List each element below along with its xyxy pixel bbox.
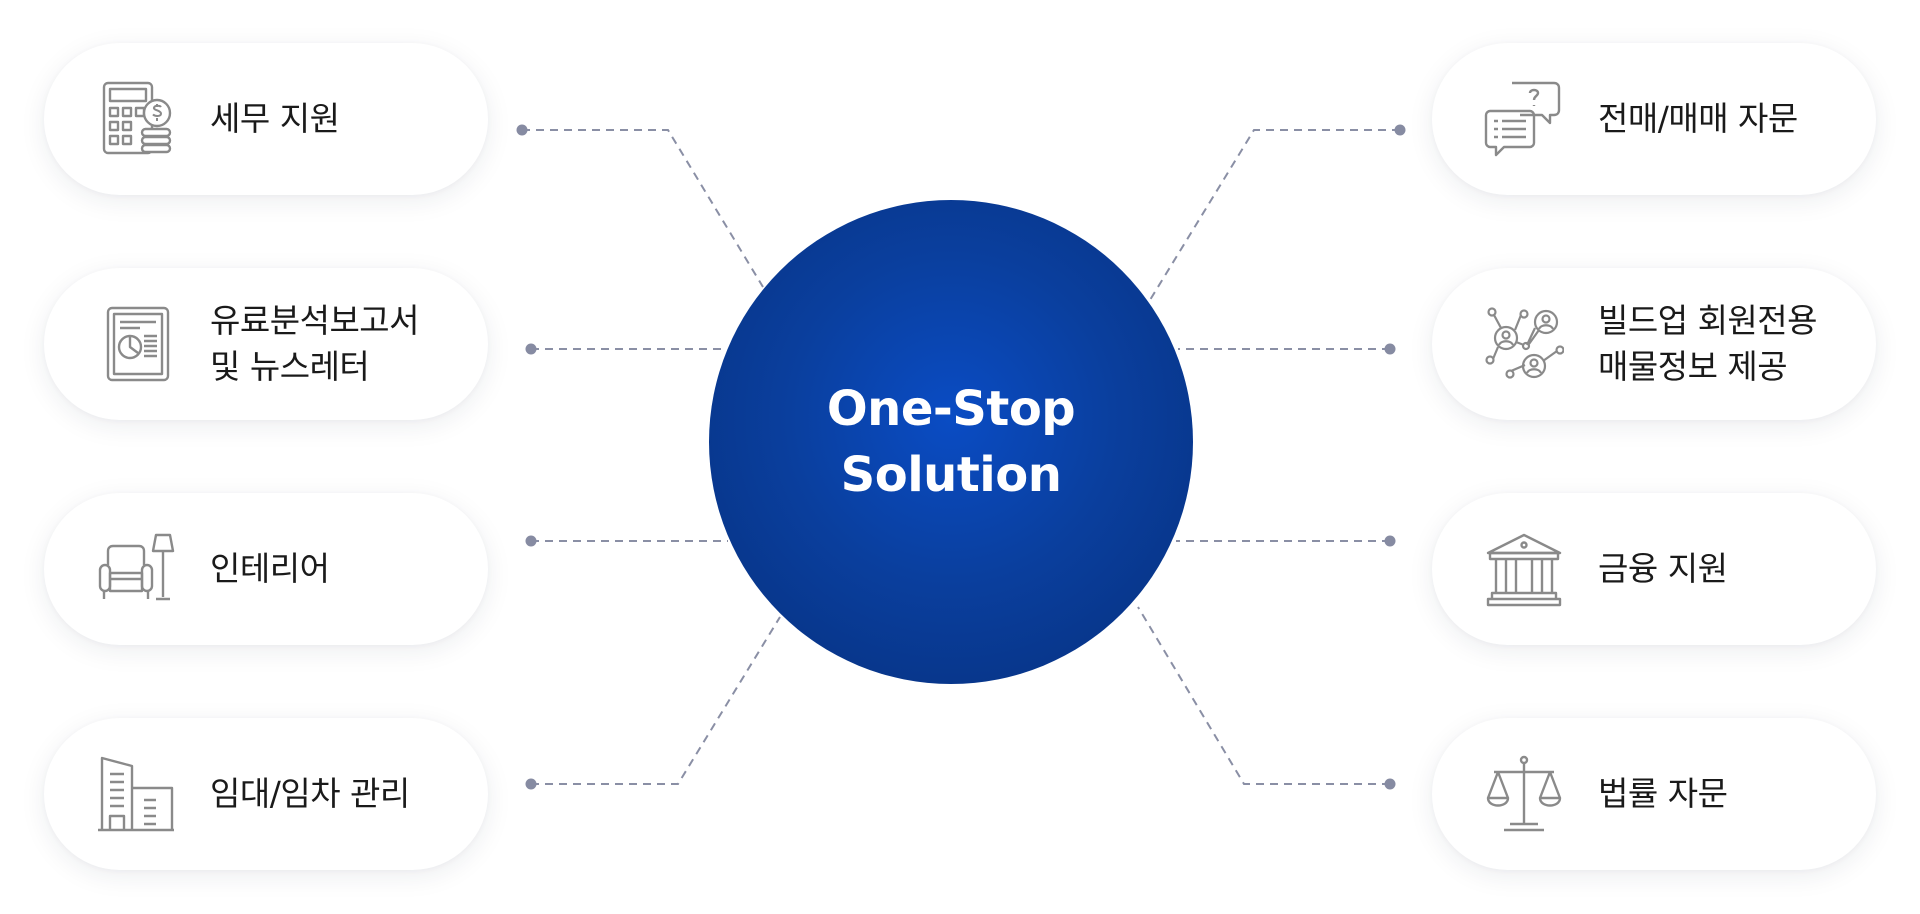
service-label: 세무 지원 (210, 96, 468, 142)
service-label-line-1: 법률 자문 (1598, 774, 1728, 813)
service-label-line-1: 인테리어 (210, 549, 330, 588)
connector-dot-left-3 (525, 535, 537, 547)
service-label-line-1: 세무 지원 (210, 99, 340, 138)
scales-icon (1484, 754, 1564, 834)
service-tax-support: 세무 지원 (44, 43, 488, 195)
report-document-icon (96, 304, 176, 384)
connector-dot-right-2 (1384, 343, 1396, 355)
service-label-line-1: 임대/임차 관리 (210, 774, 410, 813)
service-label: 임대/임차 관리 (210, 771, 468, 817)
service-label-line-1: 전매/매매 자문 (1598, 99, 1798, 138)
bank-icon (1484, 529, 1564, 609)
connector-dot-left-1 (516, 124, 528, 136)
hub-title-line-2: Solution (840, 447, 1062, 503)
connector-left-1 (522, 129, 764, 288)
service-report-newsletter: 유료분석보고서 및 뉴스레터 (44, 268, 488, 420)
service-label: 금융 지원 (1598, 546, 1856, 592)
service-member-listings: 빌드업 회원전용 매물정보 제공 (1432, 268, 1876, 420)
connector-dot-right-1 (1394, 124, 1406, 136)
service-label-line-1: 유료분석보고서 (210, 301, 420, 340)
chat-question-icon (1484, 79, 1564, 159)
service-label-line-1: 빌드업 회원전용 (1598, 301, 1818, 340)
connector-dot-left-2 (525, 343, 537, 355)
connector-dot-right-4 (1384, 778, 1396, 790)
armchair-lamp-icon (96, 529, 176, 609)
connector-dot-left-4 (525, 778, 537, 790)
service-label: 법률 자문 (1598, 771, 1856, 817)
service-label: 전매/매매 자문 (1598, 96, 1856, 142)
connector-dot-right-3 (1384, 535, 1396, 547)
service-resale-trade-advice: 전매/매매 자문 (1432, 43, 1876, 195)
service-label-line-2: 및 뉴스레터 (210, 347, 370, 386)
connector-right-1 (1149, 129, 1400, 301)
service-lease-management: 임대/임차 관리 (44, 718, 488, 870)
one-stop-solution-hub: One-Stop Solution (709, 200, 1193, 684)
service-label: 인테리어 (210, 546, 468, 592)
service-label-line-2: 매물정보 제공 (1598, 347, 1788, 386)
connector-right-4 (1137, 606, 1390, 785)
buildings-icon (96, 754, 176, 834)
service-interior: 인테리어 (44, 493, 488, 645)
service-financing-support: 금융 지원 (1432, 493, 1876, 645)
hub-title: One-Stop Solution (826, 376, 1076, 508)
connector-left-4 (531, 616, 781, 785)
service-label: 유료분석보고서 및 뉴스레터 (210, 298, 468, 390)
service-label: 빌드업 회원전용 매물정보 제공 (1598, 298, 1856, 390)
calculator-coin-icon (96, 79, 176, 159)
member-network-icon (1484, 304, 1564, 384)
service-legal-advice: 법률 자문 (1432, 718, 1876, 870)
service-label-line-1: 금융 지원 (1598, 549, 1728, 588)
hub-title-line-1: One-Stop (826, 381, 1076, 437)
